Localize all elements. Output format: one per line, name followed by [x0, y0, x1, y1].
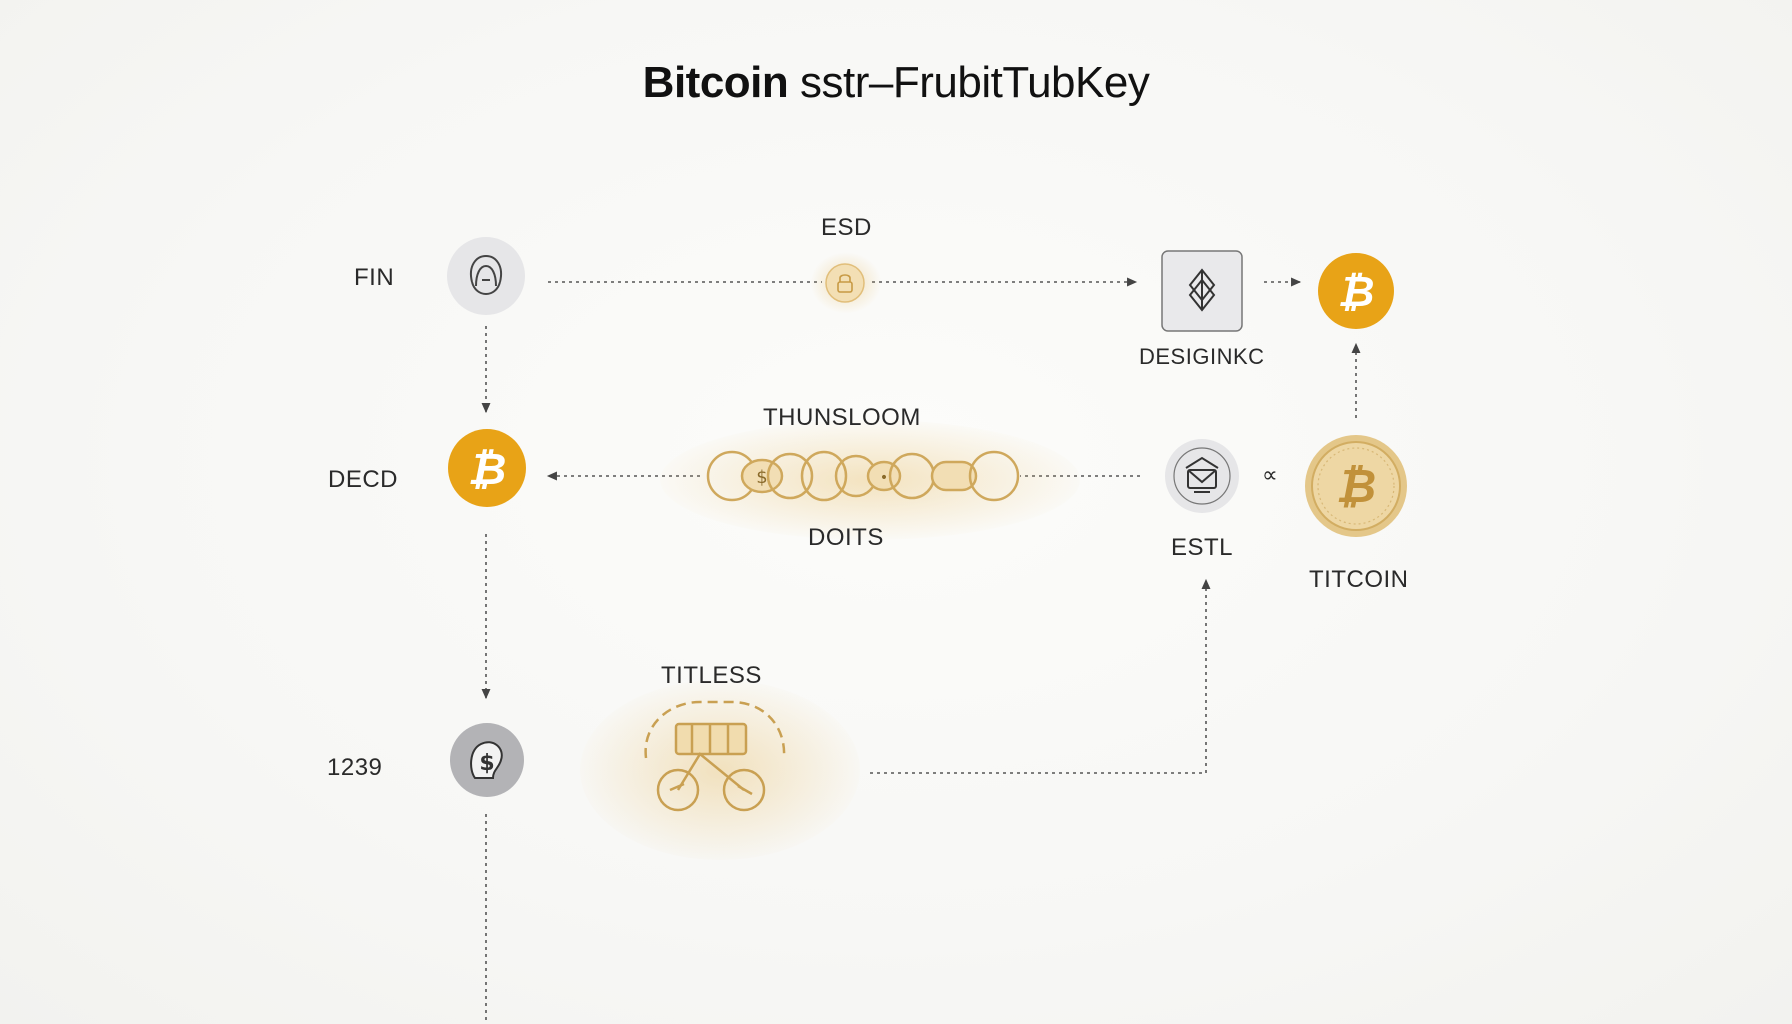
label-doits: DOITS: [808, 524, 884, 551]
label-decd: DECD: [328, 466, 399, 493]
label-fin: FIN: [354, 264, 395, 291]
label-designkc: DESIGINKC: [1139, 344, 1265, 369]
svg-text:$: $: [479, 751, 494, 776]
svg-text:$: $: [756, 467, 767, 488]
label-titless: TITLESS: [661, 662, 762, 689]
label-alpha: ∝: [1262, 462, 1279, 487]
lock-coin-icon[interactable]: [824, 262, 866, 304]
label-estl: ESTL: [1171, 534, 1234, 561]
crypto-badge-icon[interactable]: [1164, 438, 1240, 514]
connector-titless-estl: [870, 578, 1211, 774]
svg-text:•: •: [880, 470, 888, 486]
label-thunsloom: THUNSLOOM: [763, 404, 921, 431]
brain-dollar-icon[interactable]: $: [449, 722, 525, 798]
diagram-title: Bitcoin sstr–FrubitTubKey: [0, 58, 1792, 108]
svg-text:₿: ₿: [1336, 459, 1376, 513]
label-titcoin: TITCOIN: [1309, 566, 1409, 593]
chain-links-icon[interactable]: $ •: [706, 446, 1022, 508]
bitcoin-icon-top[interactable]: ₿: [1317, 252, 1395, 330]
svg-text:₿: ₿: [468, 444, 507, 495]
label-num: 1239: [327, 754, 383, 781]
label-esd: ESD: [821, 214, 872, 241]
title-bold-part: Bitcoin: [642, 58, 789, 107]
person-outline-icon[interactable]: [446, 236, 526, 316]
svg-text:₿: ₿: [1338, 267, 1375, 316]
bike-cart-icon[interactable]: [640, 694, 790, 816]
diamond-pattern-icon[interactable]: [1161, 250, 1243, 332]
bitcoin-icon-decd[interactable]: ₿: [447, 428, 527, 508]
gold-bitcoin-coin-icon[interactable]: ₿: [1304, 434, 1408, 538]
title-rest: sstr–FrubitTubKey: [788, 58, 1150, 107]
